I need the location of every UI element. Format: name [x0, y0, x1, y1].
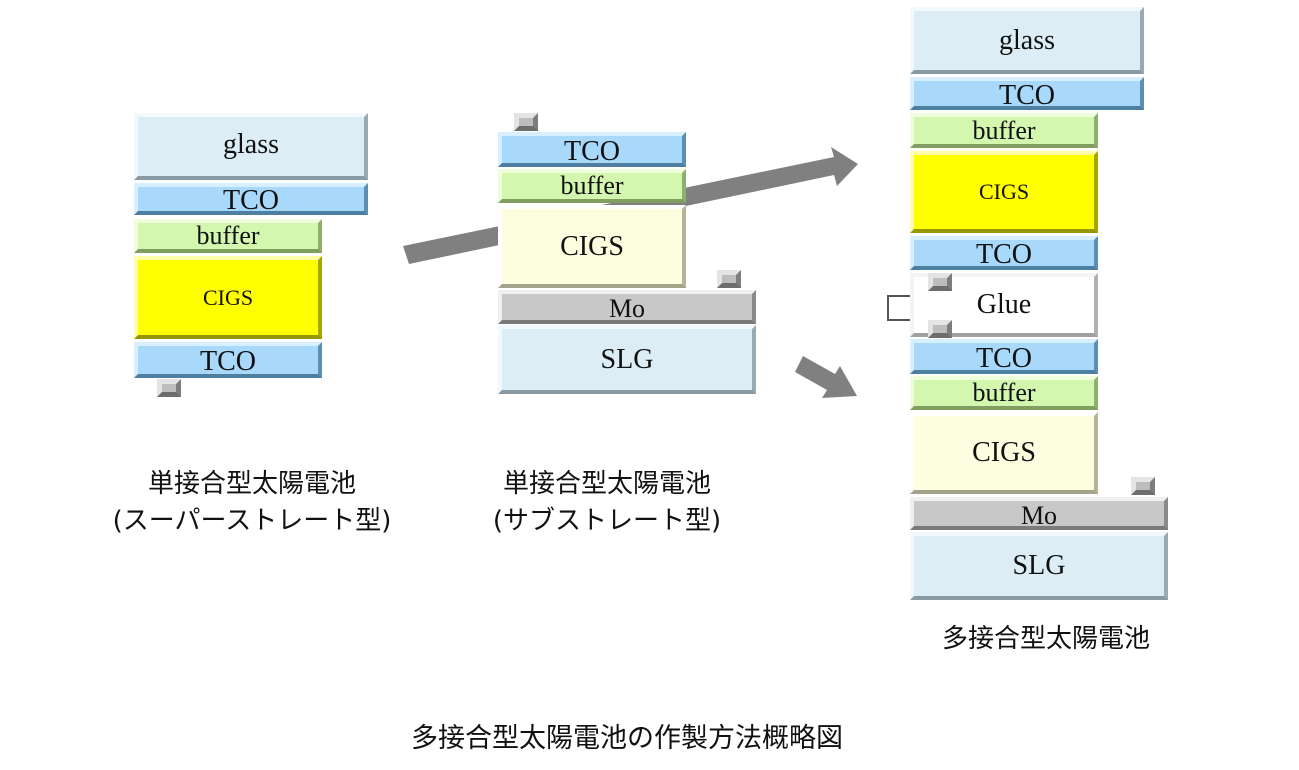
- superstrate-buffer-layer: buffer: [134, 219, 322, 253]
- substrate-contact-tab-top: [514, 113, 538, 131]
- glue-bracket: [887, 295, 930, 321]
- multi-tco-3-layer: TCO: [910, 339, 1098, 374]
- substrate-caption-line2: (サブストレート型): [492, 506, 722, 536]
- substrate-cigs-layer: CIGS: [498, 205, 686, 288]
- superstrate-contact-tab: [157, 379, 181, 397]
- substrate-caption-line1: 単接合型太陽電池: [502, 469, 711, 499]
- superstrate-caption: 単接合型太陽電池 (スーパーストレート型): [92, 466, 412, 540]
- figure-title: 多接合型太陽電池の作製方法概略図: [411, 723, 843, 754]
- multi-buffer-1-layer: buffer: [910, 113, 1098, 148]
- multi-glass-layer: glass: [910, 7, 1144, 74]
- superstrate-tco-top-layer: TCO: [134, 183, 368, 215]
- substrate-mo-layer: Mo: [498, 290, 756, 324]
- multi-contact-tab-glue-bottom: [928, 320, 952, 338]
- multi-contact-tab-glue-top: [928, 273, 952, 291]
- superstrate-cigs-layer: CIGS: [134, 256, 322, 339]
- arrow-substrate-to-multi: [795, 356, 857, 398]
- multi-slg-layer: SLG: [910, 532, 1168, 600]
- superstrate-glass-layer: glass: [134, 113, 368, 180]
- multi-mo-layer: Mo: [910, 497, 1168, 530]
- multi-cigs-1-layer: CIGS: [910, 151, 1098, 233]
- substrate-buffer-layer: buffer: [498, 169, 686, 203]
- multi-caption-line: 多接合型太陽電池: [941, 624, 1150, 654]
- multi-cigs-2-layer: CIGS: [910, 412, 1098, 494]
- substrate-contact-tab-mo: [717, 270, 741, 288]
- substrate-tco-layer: TCO: [498, 132, 686, 167]
- multi-caption: 多接合型太陽電池: [886, 621, 1206, 658]
- substrate-caption: 単接合型太陽電池 (サブストレート型): [447, 466, 767, 540]
- superstrate-caption-line1: 単接合型太陽電池: [147, 469, 356, 499]
- multi-tco-1-layer: TCO: [910, 77, 1144, 110]
- substrate-slg-layer: SLG: [498, 325, 756, 394]
- multi-buffer-2-layer: buffer: [910, 376, 1098, 410]
- superstrate-caption-line2: (スーパーストレート型): [112, 506, 392, 536]
- superstrate-tco-bottom-layer: TCO: [134, 342, 322, 378]
- multi-contact-tab-mo: [1131, 477, 1155, 495]
- multi-tco-2-layer: TCO: [910, 236, 1098, 270]
